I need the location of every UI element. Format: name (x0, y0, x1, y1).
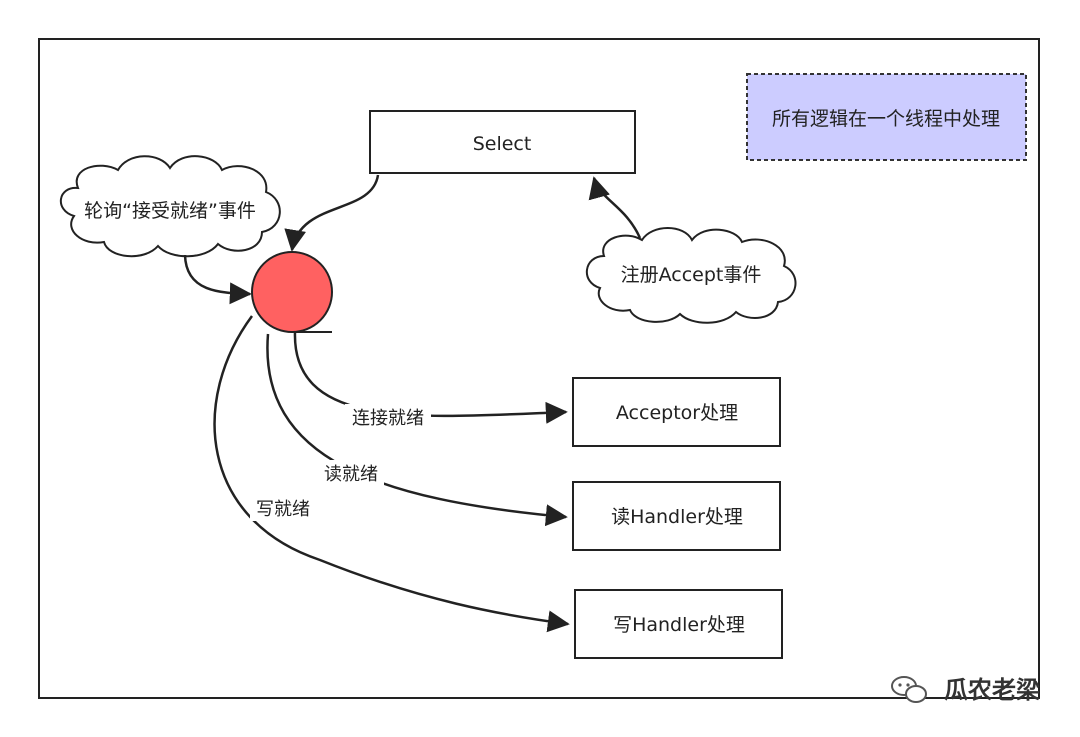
cloud-register-label: 注册Accept事件 (621, 264, 762, 286)
edge-poll-to-reactor (183, 254, 252, 305)
read-handler-label: 读Handler处理 (611, 506, 743, 528)
write-handler-node: 写Handler处理 (574, 589, 783, 659)
edge-select-to-reactor (284, 174, 380, 252)
watermark: 瓜农老梁 (891, 676, 1040, 704)
note-box: 所有逻辑在一个线程中处理 (746, 73, 1027, 161)
edge-label-read-ready: 读就绪 (324, 464, 378, 485)
edge-register-to-select (588, 176, 642, 239)
read-handler-node: 读Handler处理 (572, 481, 781, 551)
acceptor-handler-node: Acceptor处理 (572, 377, 781, 447)
edge-label-connect-ready: 连接就绪 (352, 408, 424, 429)
watermark-text: 瓜农老梁 (944, 676, 1040, 704)
note-label: 所有逻辑在一个线程中处理 (772, 108, 1000, 130)
select-label: Select (473, 133, 532, 155)
acceptor-handler-label: Acceptor处理 (616, 402, 738, 424)
wechat-icon (891, 676, 927, 703)
edge-label-write-ready: 写就绪 (256, 499, 310, 520)
cloud-register-accept: 注册Accept事件 (585, 227, 797, 324)
edge-write-ready (213, 315, 570, 633)
write-handler-label: 写Handler处理 (613, 614, 745, 636)
reactor-circle (251, 251, 333, 333)
cloud-poll-label: 轮询“接受就绪”事件 (84, 200, 256, 222)
select-node: Select (369, 110, 636, 174)
cloud-poll-accept: 轮询“接受就绪”事件 (59, 155, 281, 258)
